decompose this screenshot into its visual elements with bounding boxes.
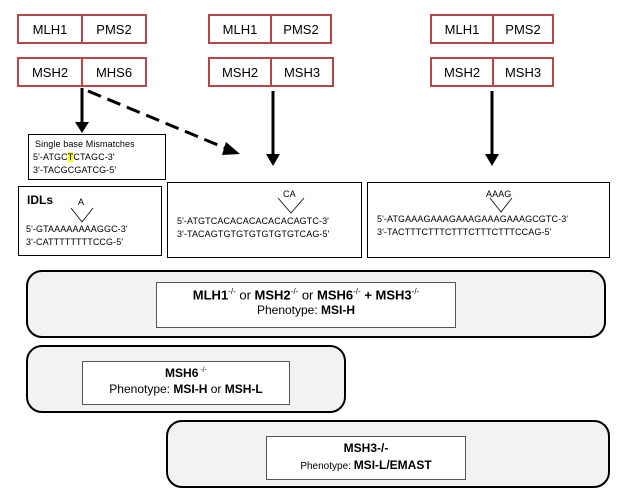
mismatch-highlight: T <box>67 152 74 162</box>
aaag-loop-icon <box>489 197 513 213</box>
pair-mlh1-pms2-right: MLH1 PMS2 <box>430 14 554 44</box>
idl-title: IDLs <box>27 193 54 207</box>
arrow-msh2-mhs6-down <box>75 88 89 133</box>
pair-msh2-msh3-right: MSH2 MSH3 <box>430 57 554 87</box>
protein-label: MSH3 <box>504 64 542 80</box>
protein-label: MHS6 <box>95 64 133 80</box>
protein-label: MLH1 <box>32 21 68 37</box>
ca-bottom-strand: 3'-TACAGTGTGTGTGTGTGTCAG-5' <box>177 229 330 239</box>
idl-box: IDLs A 5'-GTAAAAAAAAGGC-3' 3'-CATTTTTTTT… <box>18 186 162 256</box>
idl-loop-icon <box>70 207 94 223</box>
phenotype-genes: MLH1-/- or MSH2-/- or MSH6-/- + MSH3-/- <box>192 287 420 303</box>
arrow-right-down <box>485 91 499 166</box>
protein-label: PMS2 <box>96 21 132 37</box>
mismatch-bottom-strand: 3'-TACGCGATCG-5' <box>33 165 117 175</box>
phenotype-box-msh6: MSH6 -/- Phenotype: MSI-H or MSH-L <box>82 361 290 405</box>
phenotype-panel-msi-h: MLH1-/- or MSH2-/- or MSH6-/- + MSH3-/- … <box>26 270 606 338</box>
mismatch-top-strand: 5'-ATGCTCTAGC-3' <box>33 152 115 162</box>
phenotype-line: Phenotype: MSI-H <box>256 303 356 318</box>
pair-mlh1-pms2-middle: MLH1 PMS2 <box>208 14 332 44</box>
aaag-bottom-strand: 3'-TACTTTCTTTCTTTCTTTCTTTCCAG-5' <box>377 227 552 237</box>
protein-label: MSH2 <box>443 64 481 80</box>
protein-label: PMS2 <box>283 21 319 37</box>
pair-msh2-mhs6: MSH2 MHS6 <box>17 57 147 87</box>
arrow-middle-down <box>266 91 280 166</box>
idl-bottom-strand: 3'-CATTTTTTTTCCG-5' <box>26 237 124 247</box>
protein-label: PMS2 <box>505 21 541 37</box>
pair-mlh1-pms2-left: MLH1 PMS2 <box>17 14 147 44</box>
phenotype-box-msh3: MSH3-/- Phenotype: MSI-L/EMAST <box>266 436 466 480</box>
phenotype-panel-msh3: MSH3-/- Phenotype: MSI-L/EMAST <box>166 420 610 488</box>
ca-insert: CA <box>283 189 296 199</box>
phenotype-panel-msh6: MSH6 -/- Phenotype: MSI-H or MSH-L <box>26 345 346 413</box>
protein-label: MLH1 <box>222 21 258 37</box>
idl-top-strand: 5'-GTAAAAAAAAGGC-3' <box>26 224 128 234</box>
protein-label: MLH1 <box>444 21 480 37</box>
aaag-top-strand: 5'-ATGAAAGAAAGAAAGAAAGAAAGCGTC-3' <box>377 214 569 224</box>
mismatch-box: Single base Mismatches 5'-ATGCTCTAGC-3' … <box>28 134 166 180</box>
protein-label: MSH3 <box>283 64 321 80</box>
arrow-dashed-to-ca <box>87 89 240 155</box>
ca-loop-icon <box>277 197 305 214</box>
ca-repeat-box: CA 5'-ATGTCACACACACACACAGTC-3' 3'-TACAGT… <box>167 182 362 258</box>
phenotype-line: Phenotype: MSI-L/EMAST <box>300 458 432 472</box>
idl-insert: A <box>78 197 85 207</box>
protein-label: MSH2 <box>221 64 259 80</box>
aaag-repeat-box: AAAG 5'-ATGAAAGAAAGAAAGAAAGAAAGCGTC-3' 3… <box>367 182 610 258</box>
phenotype-box-msi-h: MLH1-/- or MSH2-/- or MSH6-/- + MSH3-/- … <box>156 282 456 328</box>
ca-top-strand: 5'-ATGTCACACACACACACAGTC-3' <box>177 216 329 226</box>
phenotype-gene: MSH6 -/- <box>165 366 207 380</box>
phenotype-gene: MSH3-/- <box>343 441 389 455</box>
phenotype-line: Phenotype: MSI-H or MSH-L <box>109 382 263 396</box>
mismatch-title: Single base Mismatches <box>35 139 135 149</box>
aaag-insert: AAAG <box>486 189 512 199</box>
protein-label: MSH2 <box>31 64 69 80</box>
pair-msh2-msh3-middle: MSH2 MSH3 <box>208 57 334 87</box>
